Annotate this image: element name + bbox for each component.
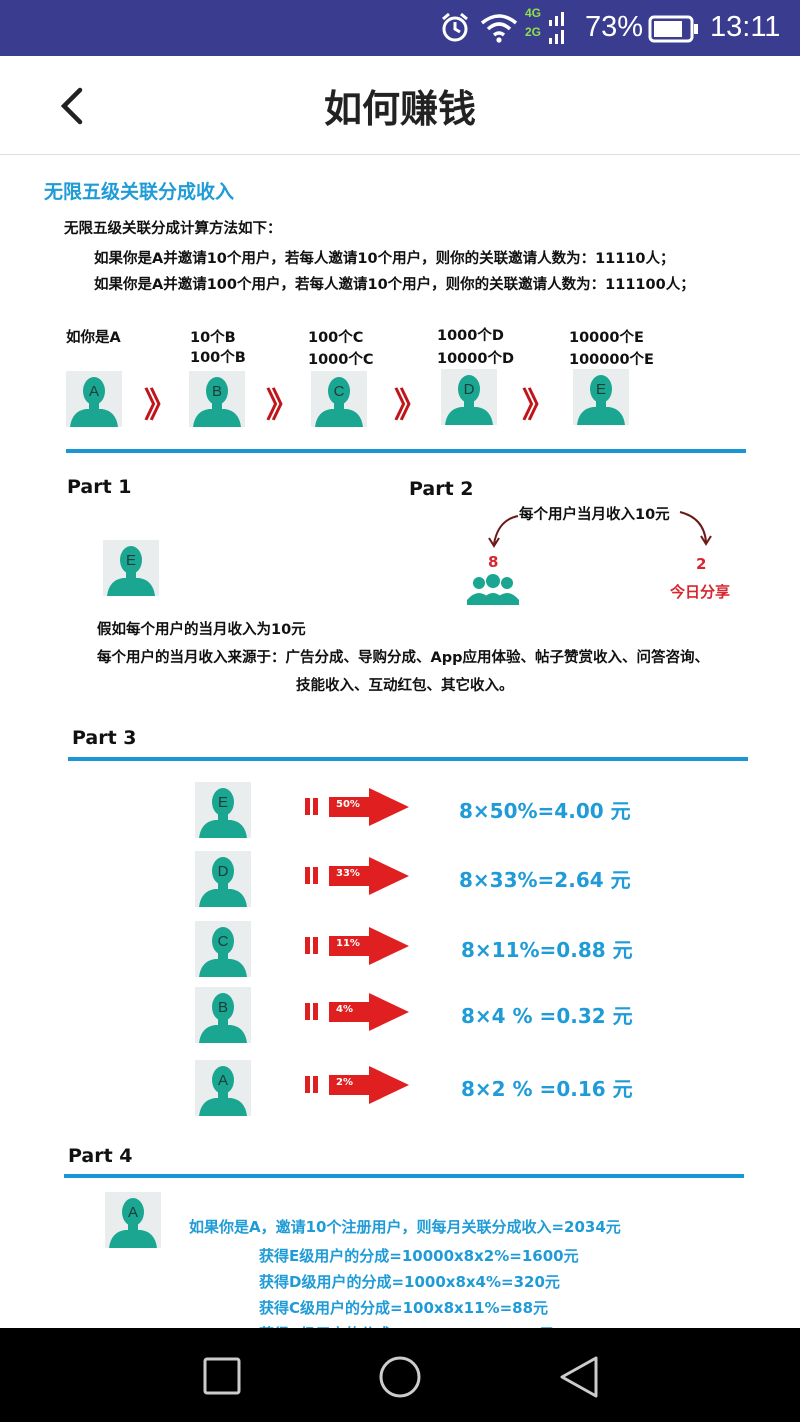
page-title: 如何赚钱	[323, 87, 476, 131]
part3-avatar: A	[195, 1060, 251, 1120]
back-triangle-icon[interactable]	[558, 1355, 600, 1399]
chain-label-e2: 100000个E	[569, 352, 654, 368]
chain-label-a: 如你是A	[66, 330, 121, 346]
svg-text:D: D	[218, 863, 229, 880]
commission-formula: 8×4 % =0.32 元	[461, 1004, 633, 1028]
part3-avatar: D	[195, 851, 251, 911]
svg-text:D: D	[464, 381, 475, 398]
commission-formula: 8×2 % =0.16 元	[461, 1077, 633, 1101]
user-group-icon	[467, 574, 519, 605]
part1-line-2: 每个用户的当月收入来源于：广告分成、导购分成、App应用体验、帖子赞赏收入、问答…	[97, 650, 709, 666]
chain-label-d2: 10000个D	[437, 351, 514, 367]
svg-text:C: C	[334, 383, 345, 400]
percent-label: 2%	[336, 1077, 353, 1088]
red-arrow-icon	[303, 786, 413, 832]
system-nav-bar	[0, 1328, 800, 1422]
part2-caption: 每个用户当月收入10元	[519, 507, 670, 523]
part4-label: Part 4	[68, 1145, 133, 1167]
clock-time: 13:11	[710, 11, 781, 43]
avatar-e: E	[573, 369, 629, 429]
part2-label: Part 2	[409, 478, 474, 500]
recent-apps-icon[interactable]	[203, 1357, 241, 1395]
avatar-d: D	[441, 369, 497, 429]
part2-right-label: 今日分享	[670, 583, 731, 601]
status-bar: 4G 2G 73% 13:11	[0, 0, 800, 56]
method-line-2: 如果你是A并邀请100个用户，若每人邀请10个用户，则你的关联邀请人数为：111…	[94, 277, 695, 293]
part1-avatar: E	[103, 540, 159, 600]
part4-line-2: 获得D级用户的分成=1000x8x4%=320元	[259, 1273, 560, 1291]
chain-label-e1: 10000个E	[569, 330, 644, 346]
red-arrow-icon	[303, 925, 413, 971]
svg-text:B: B	[218, 999, 228, 1016]
split-arrows-icon	[488, 511, 712, 548]
divider-rule	[64, 1174, 744, 1178]
svg-text:E: E	[218, 794, 228, 811]
svg-text:B: B	[212, 383, 222, 400]
method-subtitle: 无限五级关联分成计算方法如下：	[64, 221, 282, 237]
part1-line-1: 假如每个用户的当月收入为10元	[97, 622, 306, 638]
battery-percent: 73%	[585, 11, 644, 43]
part3-avatar: E	[195, 782, 251, 842]
avatar-c: C	[311, 371, 367, 431]
battery-icon	[648, 15, 698, 43]
back-arrow-icon[interactable]	[56, 86, 92, 126]
red-arrow-icon	[303, 855, 413, 901]
red-arrow-icon	[303, 1064, 413, 1110]
svg-text:E: E	[596, 381, 606, 398]
signal-icon	[549, 12, 564, 44]
network-4g-label: 4G	[525, 6, 542, 20]
percent-label: 11%	[336, 938, 360, 949]
commission-formula: 8×50%=4.00 元	[459, 799, 631, 823]
svg-text:A: A	[128, 1204, 138, 1221]
part2-left-value: 8	[488, 553, 499, 571]
chevron-right-icon: 》	[144, 386, 178, 426]
chevron-right-icon: 》	[522, 386, 556, 426]
red-arrow-icon	[303, 991, 413, 1037]
svg-text:A: A	[89, 383, 99, 400]
part4-avatar: A	[105, 1192, 161, 1252]
commission-formula: 8×33%=2.64 元	[459, 868, 631, 892]
part3-avatar: C	[195, 921, 251, 981]
svg-text:C: C	[218, 933, 229, 950]
part4-line-3: 获得C级用户的分成=100x8x11%=88元	[259, 1299, 549, 1317]
percent-label: 4%	[336, 1004, 353, 1015]
part1-label: Part 1	[67, 476, 132, 498]
divider-rule	[66, 449, 746, 453]
chain-label-c1: 100个C	[308, 330, 364, 346]
chain-label-d1: 1000个D	[437, 328, 504, 344]
part3-avatar: B	[195, 987, 251, 1047]
avatar-a: A	[66, 371, 122, 431]
part1-line-3: 技能收入、互动红包、其它收入。	[296, 678, 514, 694]
part4-line-1: 获得E级用户的分成=10000x8x2%=1600元	[259, 1247, 579, 1265]
app-header: 如何赚钱	[0, 56, 800, 155]
wifi-icon	[480, 14, 518, 43]
commission-formula: 8×11%=0.88 元	[461, 938, 633, 962]
section-title: 无限五级关联分成收入	[44, 181, 235, 203]
part3-label: Part 3	[72, 727, 137, 749]
chain-label-c2: 1000个C	[308, 352, 374, 368]
svg-text:A: A	[218, 1072, 228, 1089]
chain-label-b1: 10个B	[190, 330, 236, 346]
home-icon[interactable]	[378, 1355, 422, 1399]
percent-label: 33%	[336, 868, 360, 879]
svg-text:E: E	[126, 552, 136, 569]
alarm-clock-icon	[442, 12, 468, 42]
avatar-b: B	[189, 371, 245, 431]
chain-label-b2: 100个B	[190, 350, 246, 366]
part2-right-value: 2	[696, 555, 707, 573]
chevron-right-icon: 》	[266, 386, 300, 426]
part4-headline: 如果你是A，邀请10个注册用户，则每月关联分成收入=2034元	[189, 1218, 621, 1236]
network-2g-label: 2G	[525, 25, 542, 39]
percent-label: 50%	[336, 799, 360, 810]
chevron-right-icon: 》	[394, 386, 428, 426]
divider-rule	[68, 757, 748, 761]
method-line-1: 如果你是A并邀请10个用户，若每人邀请10个用户，则你的关联邀请人数为：1111…	[94, 251, 675, 267]
